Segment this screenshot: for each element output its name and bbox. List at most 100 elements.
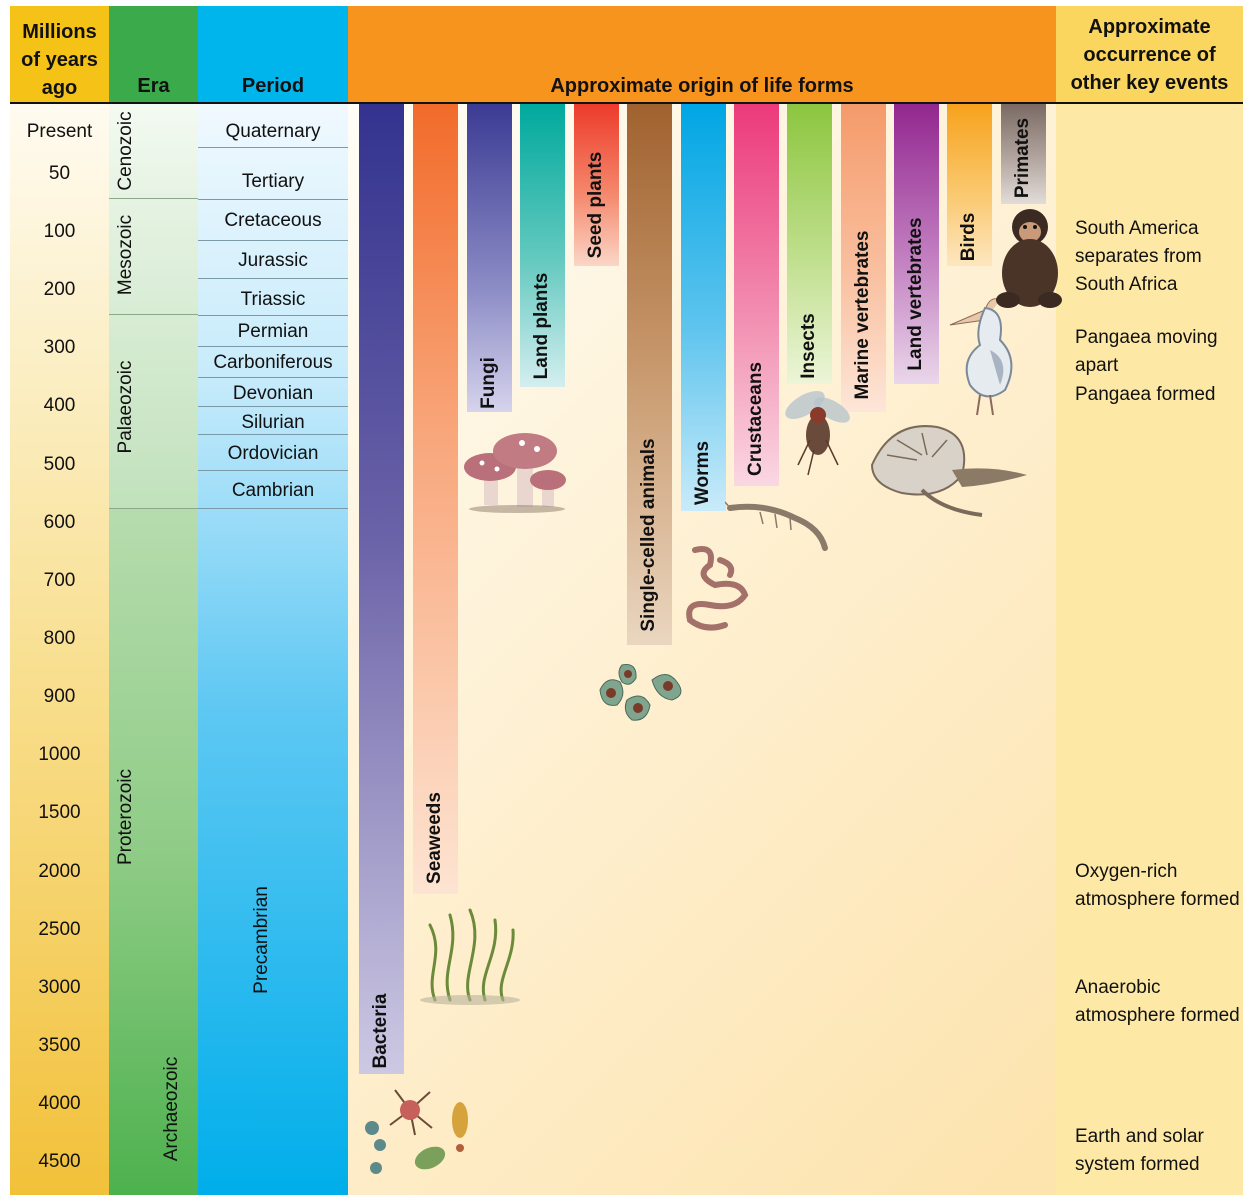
header-divider bbox=[10, 102, 1243, 105]
event-oxygen-rich: Oxygen-rich atmosphere formed bbox=[1075, 861, 1240, 910]
period-divider bbox=[198, 470, 348, 471]
bacteria-icon bbox=[365, 1089, 468, 1174]
lizard-icon bbox=[870, 425, 1027, 517]
bar-land-plants bbox=[520, 104, 565, 387]
bar-bacteria bbox=[359, 104, 404, 1074]
era-proterozoic bbox=[109, 509, 198, 1195]
period-header: Period bbox=[198, 6, 348, 104]
bar-label-single-celled-animals: Single-celled animals bbox=[638, 438, 659, 632]
years-header: Millions of years ago bbox=[10, 6, 109, 104]
era-palaeozoic bbox=[109, 315, 198, 509]
bar-seaweeds bbox=[413, 104, 458, 894]
bar-label-land-plants: Land plants bbox=[531, 272, 552, 380]
era-cenozoic bbox=[109, 104, 198, 199]
period-header-label: Period bbox=[241, 75, 305, 97]
bar-label-marine-vertebrates: Marine vertebrates bbox=[852, 230, 873, 400]
events-header-label: Approximate occurrence of other key even… bbox=[1070, 16, 1229, 94]
period-column bbox=[198, 104, 348, 1195]
fly-icon bbox=[785, 391, 850, 476]
tick-4000: 4000 bbox=[38, 1093, 81, 1114]
period-divider bbox=[198, 240, 348, 241]
tick-400: 400 bbox=[43, 395, 76, 416]
tick-1000: 1000 bbox=[38, 744, 81, 765]
era-header-label: Era bbox=[137, 75, 170, 97]
chimpanzee-icon bbox=[996, 209, 1062, 308]
tick-2000: 2000 bbox=[38, 861, 81, 882]
tick-100: 100 bbox=[43, 221, 76, 242]
bar-label-seaweeds: Seaweeds bbox=[424, 792, 445, 884]
life-forms-header: Approximate origin of life forms bbox=[348, 6, 1056, 104]
bar-label-worms: Worms bbox=[692, 440, 713, 506]
tick-500: 500 bbox=[43, 454, 76, 475]
tick-300: 300 bbox=[43, 337, 76, 358]
period-cretaceous: Cretaceous bbox=[224, 210, 322, 231]
tick-800: 800 bbox=[43, 628, 76, 649]
bar-fungi bbox=[467, 104, 512, 412]
period-quaternary: Quaternary bbox=[225, 121, 321, 142]
events-header: Approximate occurrence of other key even… bbox=[1056, 6, 1243, 104]
period-label-precambrian: Precambrian bbox=[251, 886, 272, 994]
bar-label-crustaceans: Crustaceans bbox=[745, 361, 766, 477]
bar-label-land-vertebrates: Land vertebrates bbox=[905, 217, 926, 371]
period-devonian: Devonian bbox=[232, 383, 314, 404]
period-divider bbox=[198, 377, 348, 378]
tick-1500: 1500 bbox=[38, 802, 81, 823]
mushroom-icon bbox=[464, 433, 566, 513]
years-column bbox=[10, 104, 109, 1195]
pelican-icon bbox=[949, 298, 1013, 416]
event-earth-formed: Earth and solar system formed bbox=[1075, 1126, 1204, 1175]
period-divider bbox=[198, 278, 348, 279]
period-permian: Permian bbox=[237, 321, 309, 342]
tick-4500: 4500 bbox=[38, 1151, 81, 1172]
era-label-mesozoic: Mesozoic bbox=[115, 214, 136, 296]
bar-marine-vertebrates bbox=[841, 104, 886, 412]
tick-3000: 3000 bbox=[38, 977, 81, 998]
seaweed-icon bbox=[420, 908, 520, 1005]
bar-birds bbox=[947, 104, 992, 266]
period-divider bbox=[198, 508, 348, 509]
bar-seed-plants bbox=[574, 104, 619, 266]
amoeba-icon bbox=[599, 664, 682, 721]
period-divider bbox=[198, 315, 348, 316]
period-divider bbox=[198, 406, 348, 407]
era-mesozoic bbox=[109, 199, 198, 315]
period-divider bbox=[198, 199, 348, 200]
shrimp-icon bbox=[725, 501, 828, 551]
bar-single-celled-animals bbox=[627, 104, 672, 645]
event-pangaea-formed: Pangaea formed bbox=[1075, 384, 1216, 405]
bar-label-birds: Birds bbox=[958, 212, 979, 262]
bar-label-insects: Insects bbox=[798, 313, 819, 379]
tick-200: 200 bbox=[43, 279, 76, 300]
event-anaerobic: Anaerobic atmosphere formed bbox=[1075, 977, 1240, 1026]
period-divider bbox=[198, 147, 348, 148]
bar-label-bacteria: Bacteria bbox=[370, 993, 391, 1069]
tick-3500: 3500 bbox=[38, 1035, 81, 1056]
period-tertiary: Tertiary bbox=[241, 171, 305, 192]
bar-label-seed-plants: Seed plants bbox=[585, 151, 606, 259]
events-column bbox=[1056, 104, 1243, 1195]
era-header: Era bbox=[109, 6, 198, 104]
period-cambrian: Cambrian bbox=[231, 480, 315, 501]
period-jurassic: Jurassic bbox=[238, 250, 308, 271]
tick-600: 600 bbox=[43, 512, 76, 533]
bar-label-primates: Primates bbox=[1012, 117, 1033, 199]
tick-present: Present bbox=[26, 121, 93, 142]
bar-primates bbox=[1001, 104, 1046, 204]
bar-worms bbox=[681, 104, 726, 511]
life-forms-header-label: Approximate origin of life forms bbox=[550, 75, 854, 97]
worm-icon bbox=[686, 546, 749, 631]
years-header-label: Millions of years ago bbox=[21, 21, 98, 99]
bar-insects bbox=[787, 104, 832, 384]
period-triassic: Triassic bbox=[240, 289, 306, 310]
tick-2500: 2500 bbox=[38, 919, 81, 940]
tick-700: 700 bbox=[43, 570, 76, 591]
era-label-cenozoic: Cenozoic bbox=[115, 111, 136, 191]
era-label-proterozoic: Proterozoic bbox=[115, 768, 136, 866]
event-south-america: South America separates from South Afric… bbox=[1075, 218, 1202, 295]
tick-50: 50 bbox=[48, 163, 71, 184]
bar-label-fungi: Fungi bbox=[478, 357, 499, 409]
bar-crustaceans bbox=[734, 104, 779, 486]
period-silurian: Silurian bbox=[241, 412, 305, 433]
event-pangaea-moving-apart: Pangaea moving apart bbox=[1075, 327, 1218, 376]
tick-900: 900 bbox=[43, 686, 76, 707]
